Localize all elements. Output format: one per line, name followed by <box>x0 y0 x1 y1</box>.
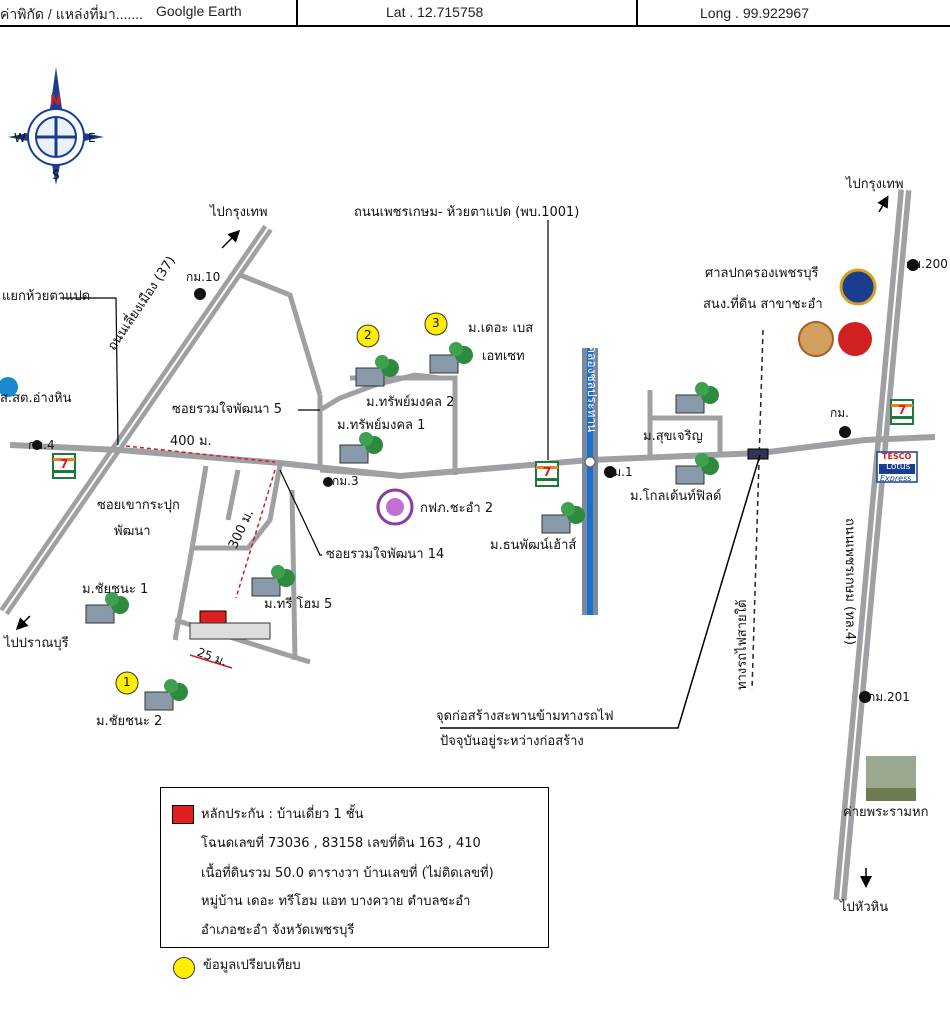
header-long: Long . 99.922967 <box>700 5 809 21</box>
label-soi5: ซอยรวมใจพัฒนา 5 <box>172 402 282 417</box>
header-lat: Lat . 12.715758 <box>386 4 484 20</box>
distance-markers <box>125 445 276 669</box>
label-junction: แยกห้วยตาแปด <box>2 289 91 304</box>
label-km4: กม.4 <box>28 438 55 452</box>
label-soi-khao-2: พัฒนา <box>114 524 151 539</box>
label-km200: กม.200 <box>906 257 948 271</box>
label-to-bangkok-right: ไปกรุงเทพ <box>846 177 904 192</box>
label-sukcharoen: ม.สุขเจริญ <box>643 429 703 444</box>
bridge-marker <box>747 448 769 460</box>
village-icons <box>85 342 719 711</box>
label-chaichana-2: ม.ชัยชนะ 2 <box>96 714 163 729</box>
label-the-base: ม.เดอะ เบส <box>468 321 534 336</box>
label-soi14: ซอยรวมใจพัฒนา 14 <box>326 547 445 562</box>
label-main-road: ถนนเพชรเกษม- ห้วยตาแปด (พบ.1001) <box>354 205 580 220</box>
header-source-cell: ค่าพิกัด / แหล่งที่มา....... Goolgle Ear… <box>0 0 298 27</box>
seven-eleven-label-3: 7 <box>898 403 907 417</box>
label-court: ศาลปกครองเพชรบุรี <box>705 266 819 281</box>
comparison-marker-1 <box>115 671 139 695</box>
header-source-label: ค่าพิกัด / แหล่งที่มา....... <box>0 6 143 22</box>
seven-eleven-icons <box>52 399 914 487</box>
label-sap-mongkol-1: ม.ทรัพย์มงคล 1 <box>337 418 426 433</box>
comparison-marker-2 <box>356 324 380 348</box>
court-emblem-icon <box>839 268 877 306</box>
label-phetkasem-road: ถนนเพชรเกษม (ทล.4) <box>842 518 857 646</box>
marker-3-label: 3 <box>432 316 440 330</box>
label-km201: กม.201 <box>868 690 910 704</box>
label-camp: ค่ายพระรามหก <box>843 805 929 820</box>
seven-eleven-label-2: 7 <box>543 465 552 479</box>
marker-2-label: 2 <box>364 328 372 342</box>
compass-s: S <box>52 168 60 182</box>
label-chaichana-1: ม.ชัยชนะ 1 <box>82 582 149 597</box>
label-thanapat: ม.ธนพัฒน์เฮ้าส์ <box>490 538 577 553</box>
legend-title: หลักประกัน : บ้านเดี่ยว 1 ชั้น <box>201 807 364 822</box>
label-sap-mongkol-2: ม.ทรัพย์มงคล 2 <box>366 395 455 410</box>
label-to-pranburi: ไปปราณบุรี <box>4 636 69 651</box>
header-source-value: Goolgle Earth <box>156 3 242 19</box>
legend-comparison-swatch <box>173 957 195 979</box>
label-land-office: สนง.ที่ดิน สาขาชะอำ <box>703 297 823 312</box>
header-long-cell: Long . 99.922967 <box>638 0 950 27</box>
coca-cola-icon <box>838 322 872 356</box>
compass-rose-icon <box>8 67 104 185</box>
label-canal: คลองชลประทาน <box>585 345 599 433</box>
label-dist-400: 400 ม. <box>170 434 212 449</box>
header-lat-cell: Lat . 12.715758 <box>298 0 638 27</box>
label-tree-home: ม.ทรี โฮม 5 <box>264 597 333 612</box>
express-text: Express <box>880 474 912 483</box>
main-road <box>9 434 936 480</box>
compass-n: N <box>50 94 61 109</box>
label-railway: ทางรถไฟสายใต้ <box>735 599 750 690</box>
label-to-huahin: ไปหัวหิน <box>840 900 889 915</box>
marker-1-label: 1 <box>123 675 131 689</box>
compass-e: E <box>88 131 96 145</box>
label-km-right: กม. <box>830 406 849 420</box>
legend-collateral-swatch <box>172 805 194 824</box>
seven-eleven-label-1: 7 <box>60 457 69 471</box>
tesco-text: TESCO <box>882 452 912 461</box>
legend-box: หลักประกัน : บ้านเดี่ยว 1 ชั้น โฉนดเลขที… <box>160 787 549 948</box>
label-km3: กม.3 <box>332 474 359 488</box>
land-office-seal-icon <box>798 321 834 357</box>
soi-roads <box>172 272 723 665</box>
tesco-lotus-icon <box>876 451 918 483</box>
label-golden-field: ม.โกลเด้นท์ฟิลด์ <box>630 489 722 504</box>
label-bridge-1: จุดก่อสร้างสะพานข้ามทางรถไฟ <box>436 709 614 724</box>
label-the-base-2: เอทเซท <box>482 349 525 364</box>
legend-comparison-label: ข้อมูลเปรียบเทียบ <box>203 958 301 973</box>
label-km10: กม.10 <box>186 270 221 284</box>
label-km1: กม.1 <box>606 465 633 479</box>
legend-line-4: หมู่บ้าน เดอะ ทรีโฮม แอท บางควาย ตำบลชะอ… <box>201 894 471 909</box>
km-posts <box>32 259 919 703</box>
label-soi-khao: ซอยเขากระปุก <box>97 498 180 513</box>
label-pea: กฟภ.ชะอำ 2 <box>420 501 494 516</box>
legend-line-5: อำเภอชะอำ จังหวัดเพชรบุรี <box>201 923 355 938</box>
compass-w: W <box>14 131 26 145</box>
legend-line-2: โฉนดเลขที่ 73036 , 83158 เลขที่ดิน 163 ,… <box>201 836 481 851</box>
legend-line-3: เนื้อที่ดินรวม 50.0 ตารางวา บ้านเลขที่ (… <box>201 866 494 881</box>
label-health-center: ส.สต.อ่างหิน <box>0 391 72 406</box>
label-to-bangkok-left: ไปกรุงเทพ <box>210 205 268 220</box>
lotus-text: Lotus <box>886 462 911 472</box>
health-center-icon <box>0 377 18 397</box>
railway-line <box>751 329 764 691</box>
label-bridge-2: ปัจจุบันอยู่ระหว่างก่อสร้าง <box>440 734 584 749</box>
comparison-marker-3 <box>424 312 448 336</box>
